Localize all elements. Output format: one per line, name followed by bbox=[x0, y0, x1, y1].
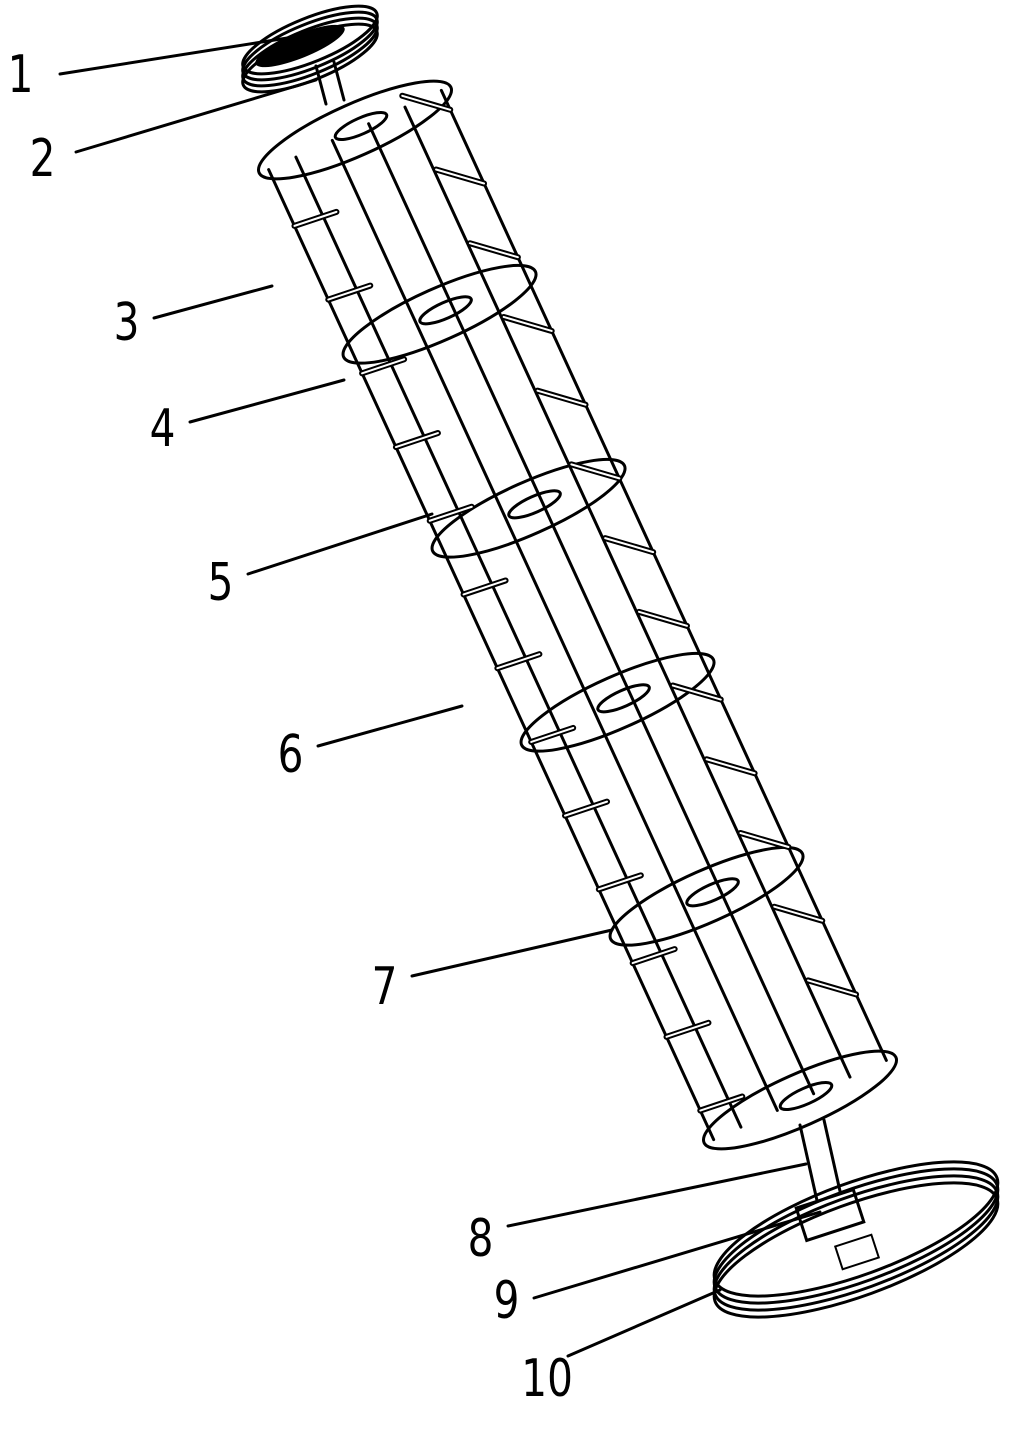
ring-plate bbox=[608, 845, 805, 947]
bar bbox=[294, 155, 743, 1129]
tooth-highlight bbox=[536, 389, 587, 406]
bar bbox=[439, 88, 888, 1062]
ring-plate bbox=[701, 1049, 899, 1151]
tooth-highlight bbox=[428, 505, 473, 522]
tooth-highlight bbox=[401, 94, 452, 111]
ring-hole bbox=[333, 110, 389, 142]
callout-labels: 1 2 3 4 5 6 7 8 9 10 bbox=[8, 44, 573, 1408]
tooth-highlight bbox=[773, 905, 824, 922]
leader-line-10 bbox=[566, 1288, 722, 1358]
tooth-highlight bbox=[530, 726, 575, 743]
tooth-highlight bbox=[665, 1021, 710, 1038]
ring-plate bbox=[430, 457, 627, 559]
leader-line-3 bbox=[152, 284, 274, 320]
bottom-pulley bbox=[712, 1160, 1000, 1319]
leader-line-2 bbox=[74, 78, 318, 154]
callout-label-9: 9 bbox=[494, 1270, 520, 1330]
teeth bbox=[291, 92, 860, 1114]
tooth-highlight bbox=[293, 210, 338, 227]
callout-label-4: 4 bbox=[150, 398, 176, 458]
tooth-highlight bbox=[739, 831, 790, 848]
ring-hole bbox=[778, 1080, 834, 1112]
callout-label-7: 7 bbox=[372, 956, 398, 1016]
ring-plate bbox=[341, 263, 538, 365]
tooth-highlight bbox=[361, 358, 406, 375]
ring-hole bbox=[685, 877, 740, 908]
tooth-highlight bbox=[327, 284, 372, 301]
callout-label-1: 1 bbox=[8, 44, 34, 104]
ring-plate bbox=[256, 79, 454, 181]
tooth-highlight bbox=[502, 315, 553, 332]
tooth-highlight bbox=[468, 242, 519, 259]
bar bbox=[403, 105, 852, 1079]
callout-label-5: 5 bbox=[208, 552, 234, 612]
tooth-highlight bbox=[671, 684, 722, 701]
tooth-highlight bbox=[496, 653, 541, 670]
tooth-highlight bbox=[699, 1095, 744, 1112]
tooth-highlight bbox=[394, 432, 439, 449]
ring-hole bbox=[418, 295, 473, 326]
callout-label-6: 6 bbox=[278, 724, 304, 784]
leader-lines bbox=[58, 34, 822, 1358]
leader-line-1 bbox=[58, 34, 302, 76]
callout-label-3: 3 bbox=[114, 292, 140, 352]
tooth-highlight bbox=[597, 874, 642, 891]
ring-plate bbox=[519, 651, 716, 753]
roller-structure bbox=[241, 4, 1000, 1319]
leader-line-5 bbox=[246, 512, 434, 576]
tooth-highlight bbox=[631, 948, 676, 965]
bar bbox=[267, 168, 716, 1142]
top-pulley bbox=[241, 4, 379, 94]
ring-plates bbox=[256, 79, 899, 1151]
coupling bbox=[794, 1187, 881, 1271]
tooth-highlight bbox=[604, 537, 655, 554]
tooth-highlight bbox=[570, 463, 621, 480]
longitudinal-bars bbox=[267, 88, 888, 1142]
tooth-highlight bbox=[564, 800, 609, 817]
tooth-highlight bbox=[807, 979, 858, 996]
bar bbox=[367, 122, 816, 1096]
tooth-highlight bbox=[705, 758, 756, 775]
callout-label-8: 8 bbox=[468, 1208, 494, 1268]
ring-hole bbox=[596, 683, 651, 714]
tooth-highlight bbox=[435, 168, 486, 185]
leader-line-8 bbox=[506, 1162, 808, 1228]
tooth-highlight bbox=[462, 579, 507, 596]
tooth-highlight bbox=[637, 610, 688, 627]
leader-line-6 bbox=[316, 704, 464, 748]
leader-line-4 bbox=[188, 378, 346, 424]
ring-hole bbox=[507, 489, 562, 520]
bar bbox=[330, 138, 779, 1112]
callout-label-2: 2 bbox=[30, 128, 56, 188]
leader-line-7 bbox=[410, 928, 614, 978]
top-shaft bbox=[314, 60, 346, 106]
callout-label-10: 10 bbox=[521, 1348, 573, 1408]
leader-line-9 bbox=[532, 1210, 822, 1300]
